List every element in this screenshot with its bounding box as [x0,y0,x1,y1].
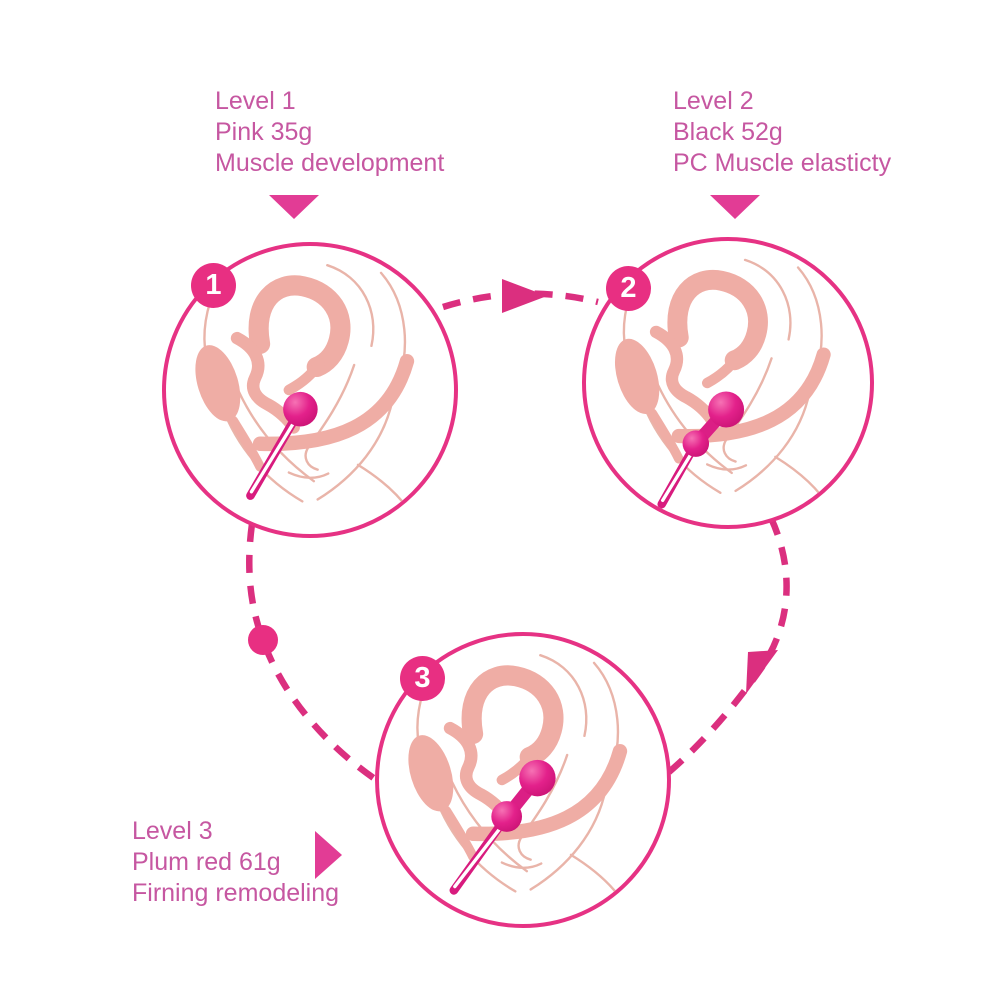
kegel-ball-double-icon [449,759,556,895]
kegel-ball-single-icon [246,391,318,500]
kegel-ball-double-icon [657,391,745,509]
down-arrow-icon [269,195,319,219]
step-2-label: Level 2 Black 52g PC Muscle elasticty [673,86,891,179]
step-3-number: 3 [414,662,431,694]
step-1-title: Level 1 [215,87,296,115]
step-2-number: 2 [620,272,637,304]
step-1-weight: Pink 35g [215,118,313,146]
step-3-pelvis-illustration [379,636,667,924]
step-3-label: Level 3 Plum red 61g Firning remodeling [132,816,339,909]
step-1-label: Level 1 Pink 35g Muscle development [215,86,444,179]
step-2-circle [582,237,874,529]
flow-path-2-3 [666,516,790,775]
right-arrow-icon [315,831,342,879]
flow-path-3-1 [246,523,377,782]
down-arrow-icon [710,195,760,219]
step-2-pelvis-illustration [586,241,870,525]
flow-arrowhead-2-3-icon [746,650,778,694]
step-1-number: 1 [205,269,222,301]
step-2-description: PC Muscle elasticty [673,149,892,177]
step-2-badge: 2 [606,266,651,311]
step-2-weight: Black 52g [673,118,783,146]
flow-dot-icon [248,625,278,655]
step-2-title: Level 2 [673,87,754,115]
step-1-pelvis-illustration [166,246,454,534]
step-3-title: Level 3 [132,817,213,845]
step-3-badge: 3 [400,656,445,701]
step-3-description: Firning remodeling [132,879,340,907]
step-1-badge: 1 [191,263,236,308]
step-3-weight: Plum red 61g [132,848,281,876]
step-1-description: Muscle development [215,149,445,177]
flow-path-1-2 [442,290,599,311]
flow-arrowhead-1-2-icon [502,279,547,313]
